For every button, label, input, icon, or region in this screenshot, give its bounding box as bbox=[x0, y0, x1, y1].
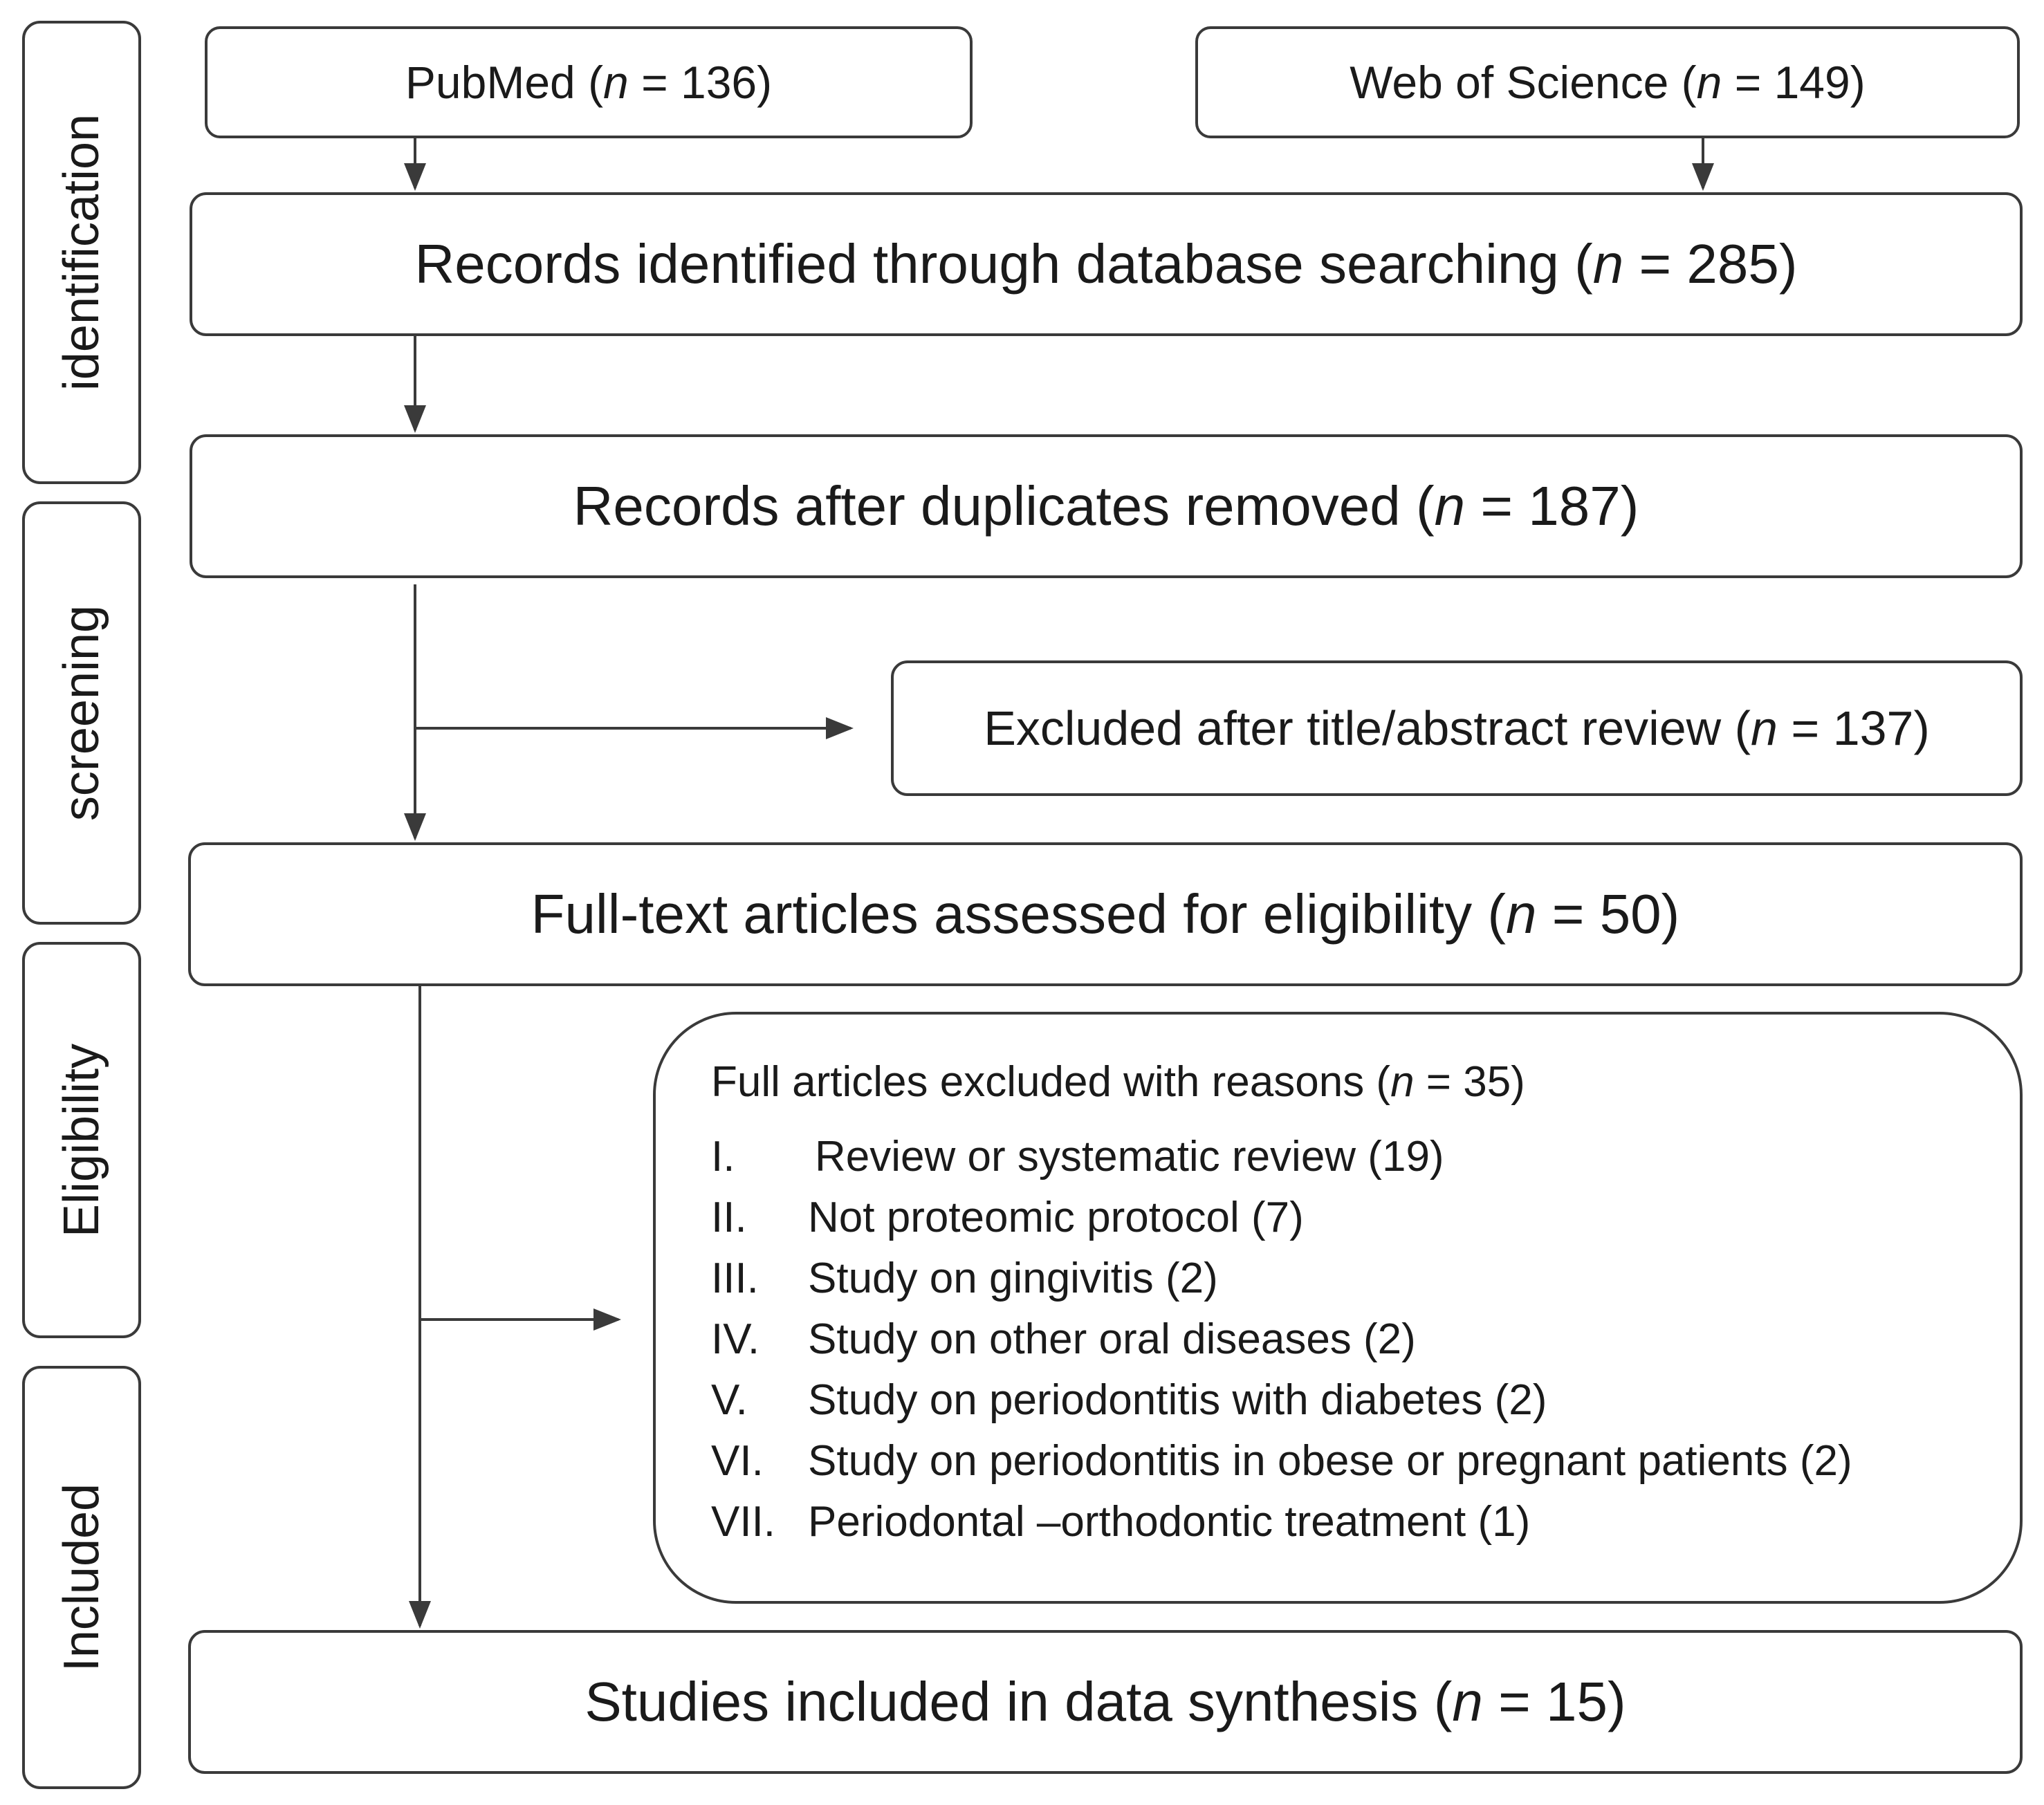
exclusion-reason: VI.Study on periodontitis in obese or pr… bbox=[711, 1437, 1852, 1485]
pubmed-box: PubMed (n = 136) bbox=[205, 26, 973, 138]
full-text-assessed-box: Full-text articles assessed for eligibil… bbox=[188, 842, 2023, 986]
pubmed-label: PubMed (n = 136) bbox=[405, 57, 773, 108]
excluded-screening-label: Excluded after title/abstract review (n … bbox=[984, 701, 1930, 755]
web-of-science-box: Web of Science (n = 149) bbox=[1195, 26, 2020, 138]
duplicates-removed-box: Records after duplicates removed (n = 18… bbox=[190, 434, 2023, 578]
records-identified-label: Records identified through database sear… bbox=[414, 233, 1798, 295]
full-text-exclusions-box: Full articles excluded with reasons (n =… bbox=[653, 1012, 2023, 1604]
studies-included-box: Studies included in data synthesis (n = … bbox=[188, 1630, 2023, 1774]
exclusion-reason: III.Study on gingivitis (2) bbox=[711, 1255, 1218, 1302]
full-text-assessed-label: Full-text articles assessed for eligibil… bbox=[531, 883, 1680, 945]
stage-eligibility: Eligibility bbox=[22, 942, 141, 1338]
exclusion-reasons-list: I.Review or systematic review (19) II.No… bbox=[711, 1132, 1852, 1558]
web-of-science-label: Web of Science (n = 149) bbox=[1350, 57, 1866, 108]
exclusion-reason: II.Not proteomic protocol (7) bbox=[711, 1194, 1304, 1241]
studies-included-label: Studies included in data synthesis (n = … bbox=[584, 1671, 1626, 1732]
stage-included: Included bbox=[22, 1366, 141, 1789]
stage-identification: identification bbox=[22, 21, 141, 484]
stage-screening: screening bbox=[22, 501, 141, 925]
exclusion-reason: V.Study on periodontitis with diabetes (… bbox=[711, 1376, 1547, 1424]
exclusion-reason: VII.Periodontal –orthodontic treatment (… bbox=[711, 1498, 1531, 1546]
duplicates-removed-label: Records after duplicates removed (n = 18… bbox=[573, 475, 1639, 537]
exclusion-reason: IV.Study on other oral diseases (2) bbox=[711, 1315, 1416, 1363]
records-identified-box: Records identified through database sear… bbox=[190, 192, 2023, 336]
excluded-screening-box: Excluded after title/abstract review (n … bbox=[891, 660, 2023, 796]
exclusions-title: Full articles excluded with reasons (n =… bbox=[711, 1058, 1525, 1106]
exclusion-reason: I.Review or systematic review (19) bbox=[711, 1133, 1444, 1181]
